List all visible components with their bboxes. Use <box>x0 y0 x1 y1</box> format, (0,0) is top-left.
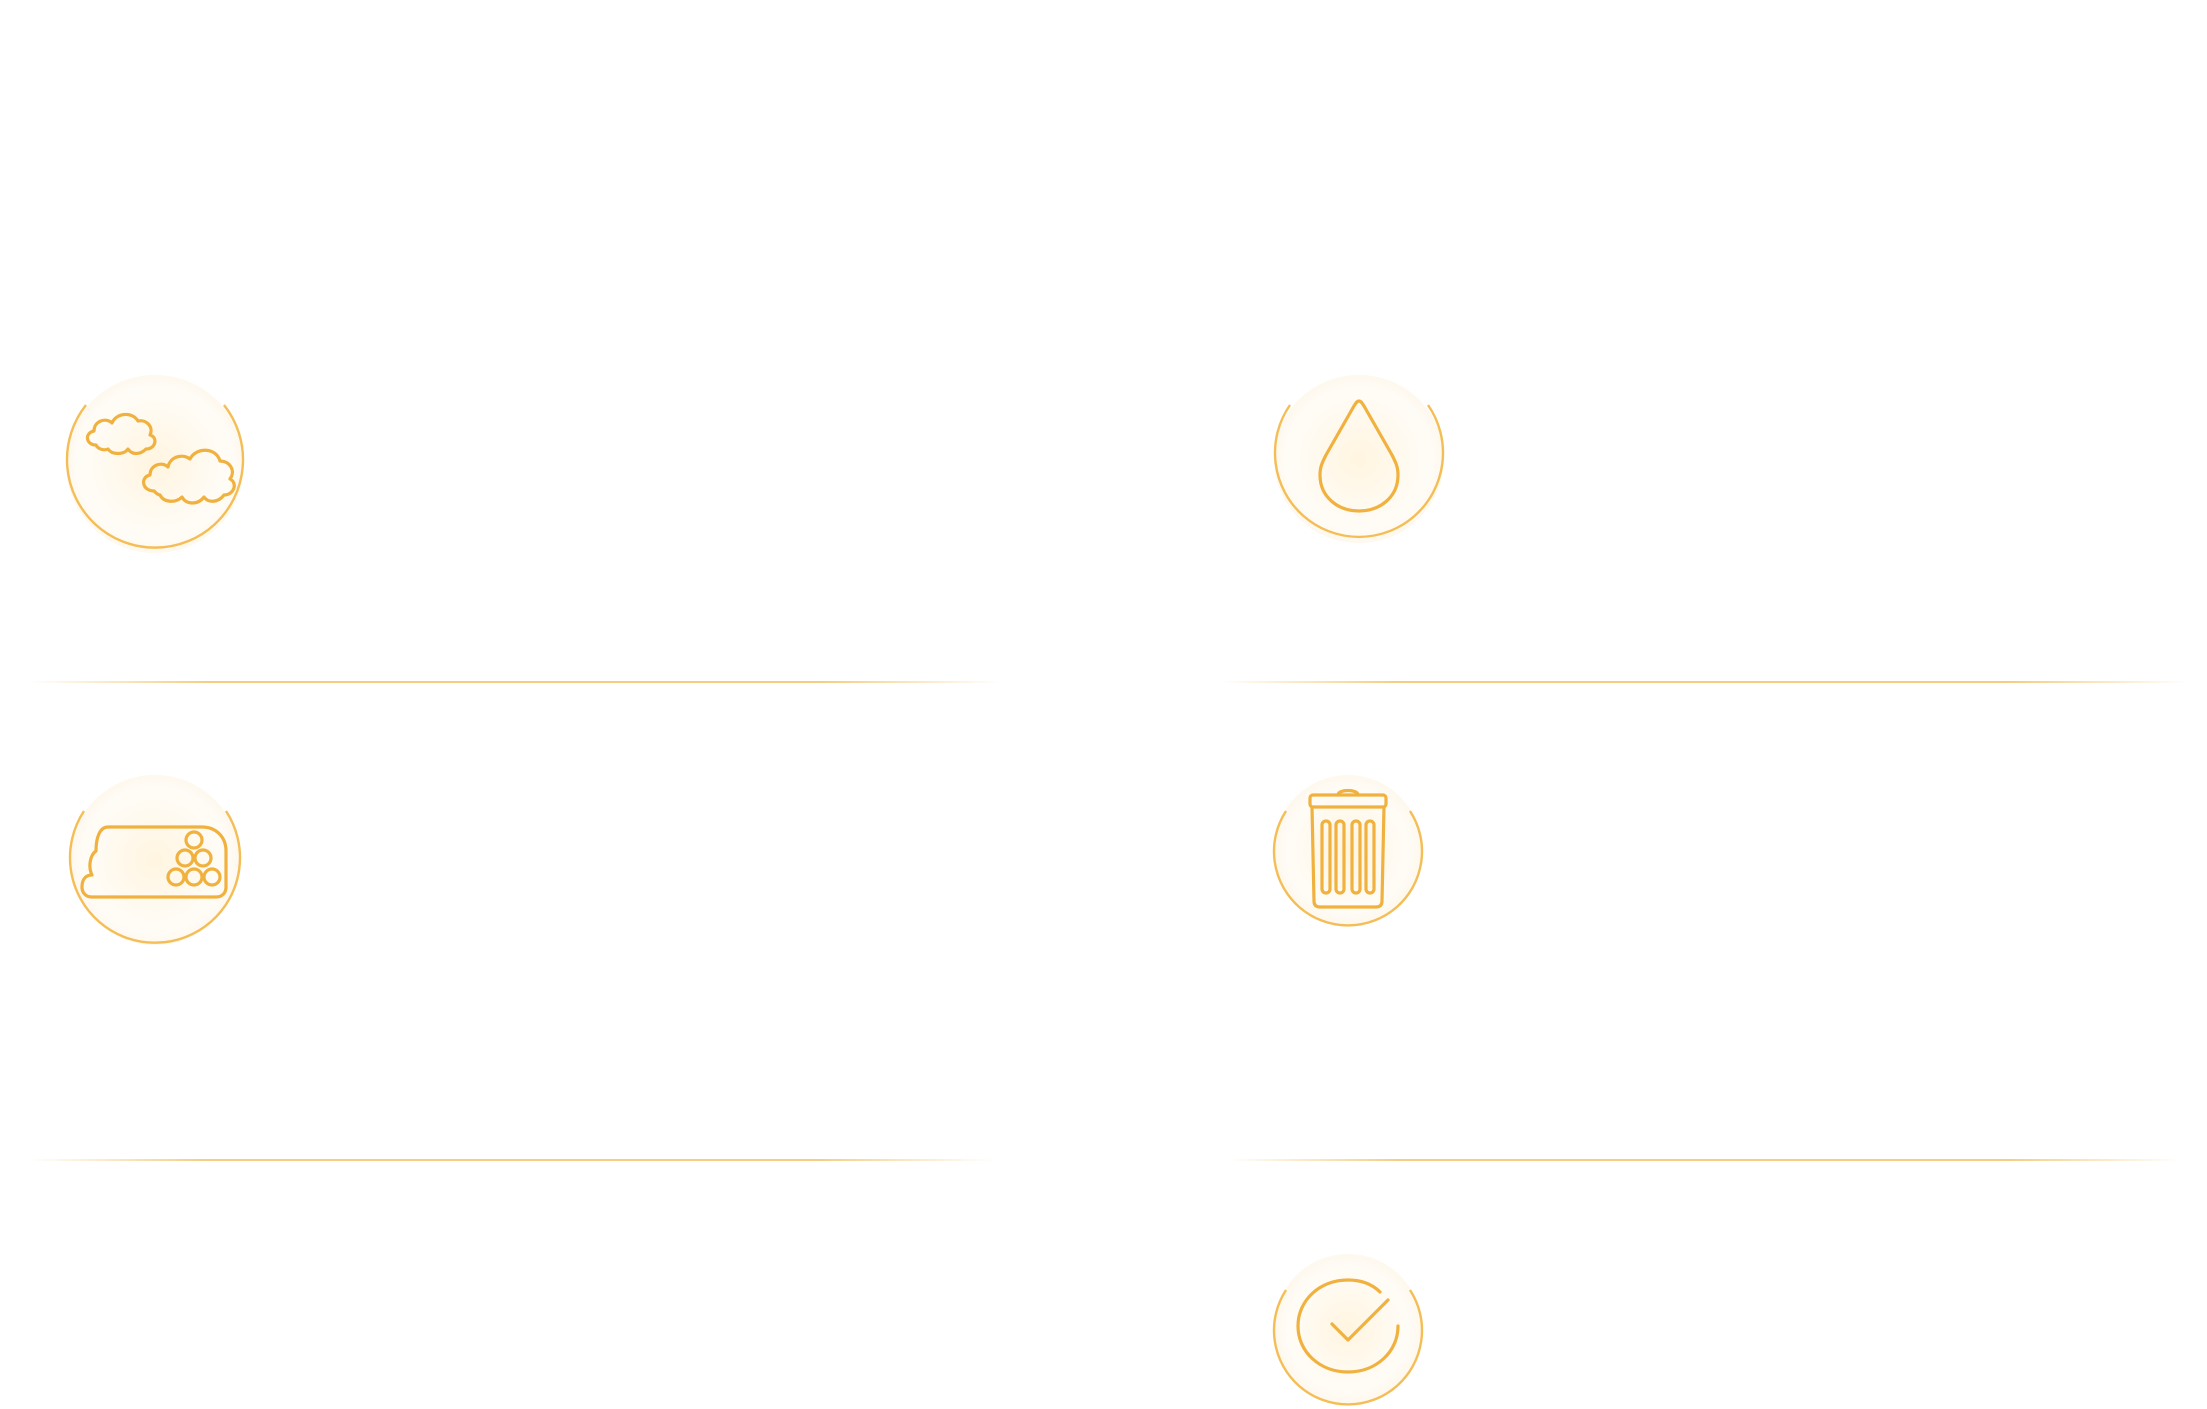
divider-left-2 <box>30 1159 992 1161</box>
clouds-icon <box>65 404 245 549</box>
clouds-badge <box>65 375 245 553</box>
trash-bin-badge <box>1272 775 1424 927</box>
divider-left-1 <box>30 681 1000 683</box>
lumber-logs-badge <box>68 775 242 945</box>
divider-right-2 <box>1228 1159 2180 1161</box>
lumber-logs-icon <box>68 810 242 944</box>
check-circle-badge <box>1272 1254 1424 1406</box>
trash-bin-icon <box>1272 788 1424 927</box>
water-drop-badge <box>1273 375 1445 543</box>
check-circle-icon <box>1272 1278 1424 1406</box>
water-drop-icon <box>1273 399 1445 539</box>
divider-right-1 <box>1220 681 2188 683</box>
